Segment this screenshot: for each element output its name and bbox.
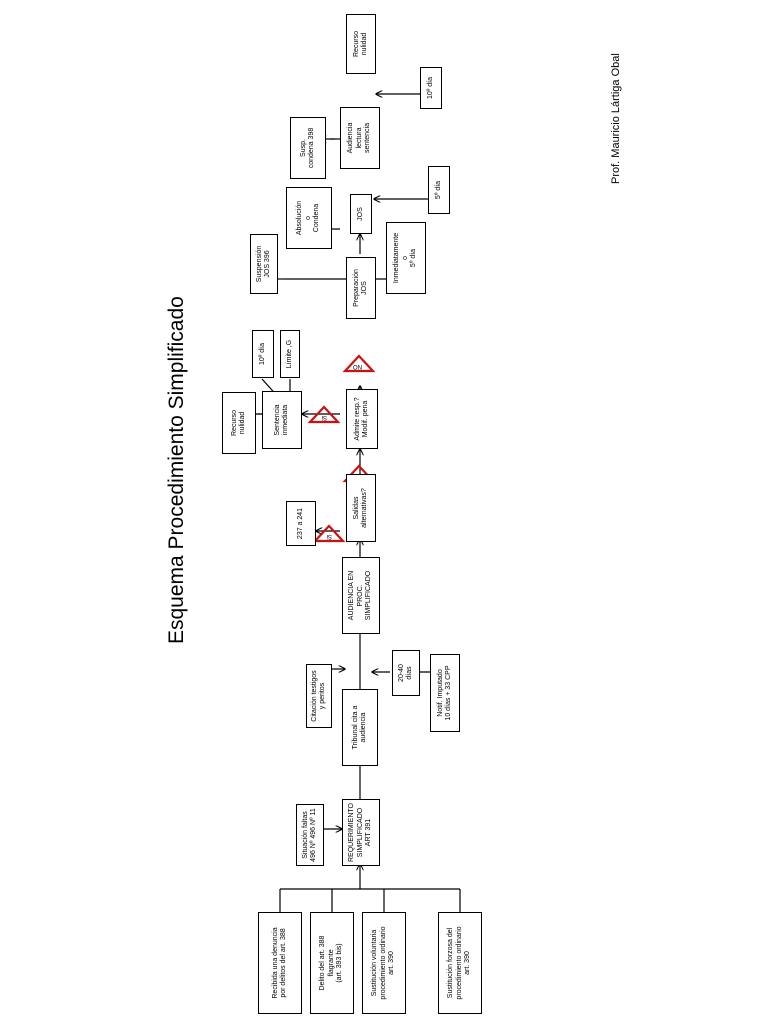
box-denuncia: Recibida una denuncia por delitos del ar… xyxy=(258,912,302,1014)
box-salidas: Salidas alternativas? xyxy=(346,474,376,542)
decision-si-1: Si xyxy=(327,533,332,539)
box-audiencia-lectura: Audiencia lectura sentencia xyxy=(340,107,380,169)
box-inmediatamente: Inmediatamente o 5º día xyxy=(386,222,426,294)
box-requerimiento: REQUERIMIENTO SIMPLIFICADO ART 391 xyxy=(342,799,380,866)
box-sustitucion-voluntaria: Sustitución voluntaria procedimiento ord… xyxy=(362,912,406,1014)
box-20-40-dias: 20-40 días xyxy=(392,650,420,696)
box-susp-condena: Susp. condena 398 xyxy=(290,117,326,179)
box-notif-imputado: Notif. Imputado 10 días + 33 CPP xyxy=(430,654,460,732)
box-recurso-nulidad-1: Recurso nulidad xyxy=(222,392,256,454)
box-preparacion: Preparación JOS xyxy=(346,257,376,319)
box-citacion: Citación testigos y peritos xyxy=(306,664,332,728)
box-recurso-nulidad-2: Recurso nulidad xyxy=(346,14,376,74)
box-237-241: 237 a 241 xyxy=(286,501,316,546)
decision-no-2: NO xyxy=(353,363,362,369)
box-sentencia-inmediata: Sentencia inmediata xyxy=(262,391,302,449)
box-10-dia-b: 10º día xyxy=(420,67,442,109)
box-sustitucion-forzosa: Sustitución forzosa del procedimiento or… xyxy=(438,912,482,1014)
box-situacion-faltas: Situación faltas 496 Nº 496 Nº 11 xyxy=(296,804,324,866)
box-5-dia: 5º día xyxy=(428,166,450,214)
box-admite: Admite resp.? Modif. pena xyxy=(346,389,378,449)
box-tribunal: Tribunal cita a audiencia xyxy=(342,689,378,766)
box-limite: Límite ,G xyxy=(280,330,300,378)
box-suspension: Suspensión JOS 396 xyxy=(250,234,278,294)
box-jos: JOS xyxy=(350,194,372,234)
box-flagrante: Delito del art. 388 flagrante (art. 393 … xyxy=(310,912,354,1014)
decision-si-2: Si xyxy=(322,414,327,420)
box-absolucion: Absolución o Condena xyxy=(286,187,332,249)
box-audiencia: AUDIENCIA EN PROC. SIMPLIFICADO xyxy=(342,557,380,634)
box-10-dia-a: 10º día xyxy=(252,330,274,378)
